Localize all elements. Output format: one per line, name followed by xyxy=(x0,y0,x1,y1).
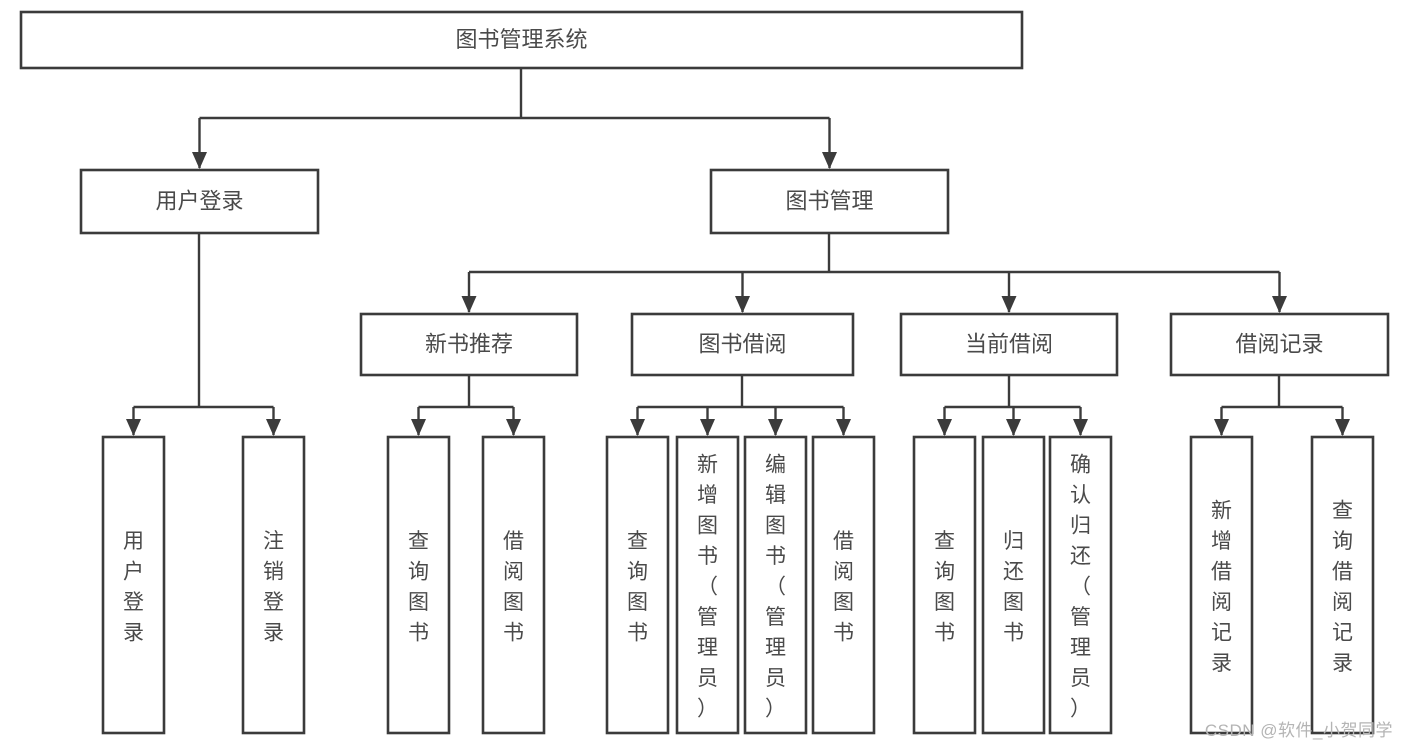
node-lf-8[interactable]: 查询图书 xyxy=(912,435,977,735)
node-lf-2[interactable]: 查询图书 xyxy=(386,435,451,735)
connector-group-root xyxy=(192,68,837,169)
connector-layer xyxy=(126,68,1350,436)
node-box[interactable] xyxy=(981,435,1046,735)
node-box[interactable] xyxy=(811,435,876,735)
node-label: 查询借阅记录 xyxy=(1332,499,1353,675)
arrow-head-icon xyxy=(937,419,952,436)
node-l3-1[interactable]: 图书借阅 xyxy=(630,312,855,377)
node-label: 新增借阅记录 xyxy=(1211,499,1232,675)
node-box[interactable] xyxy=(605,435,670,735)
arrow-head-icon xyxy=(1335,419,1350,436)
connector-group-l2-1 xyxy=(461,233,1287,313)
node-lf-3[interactable]: 借阅图书 xyxy=(481,435,546,735)
node-box[interactable] xyxy=(1310,435,1375,735)
arrow-head-icon xyxy=(822,152,837,169)
node-box[interactable] xyxy=(19,10,1024,70)
node-lf-6[interactable]: 编辑图书（管理员） xyxy=(743,435,808,735)
arrow-head-icon xyxy=(1214,419,1229,436)
node-label: 用户登录 xyxy=(123,530,144,645)
arrow-head-icon xyxy=(1006,419,1021,436)
node-label: 图书管理 xyxy=(785,188,873,213)
connector-group-l3-3 xyxy=(1214,375,1350,436)
node-l3-2[interactable]: 当前借阅 xyxy=(899,312,1119,377)
node-box[interactable] xyxy=(386,435,451,735)
node-lf-1[interactable]: 注销登录 xyxy=(241,435,306,735)
node-box[interactable] xyxy=(675,435,740,735)
node-l2-0[interactable]: 用户登录 xyxy=(79,168,320,235)
connector-group-l2-0 xyxy=(126,233,281,436)
node-label: 归还图书 xyxy=(1003,530,1024,645)
arrow-head-icon xyxy=(1272,296,1287,313)
arrow-head-icon xyxy=(411,419,426,436)
arrow-head-icon xyxy=(735,296,750,313)
node-box[interactable] xyxy=(481,435,546,735)
node-box[interactable] xyxy=(709,168,950,235)
node-box[interactable] xyxy=(1189,435,1254,735)
arrow-head-icon xyxy=(630,419,645,436)
node-label: 编辑图书（管理员） xyxy=(765,454,786,721)
connector-group-l3-2 xyxy=(937,375,1088,436)
node-box[interactable] xyxy=(241,435,306,735)
node-box[interactable] xyxy=(630,312,855,377)
node-l3-0[interactable]: 新书推荐 xyxy=(359,312,579,377)
node-layer: 图书管理系统用户登录图书管理新书推荐图书借阅当前借阅借阅记录用户登录注销登录查询… xyxy=(19,10,1390,735)
node-lf-0[interactable]: 用户登录 xyxy=(101,435,166,735)
node-box[interactable] xyxy=(899,312,1119,377)
node-box[interactable] xyxy=(101,435,166,735)
node-lf-5[interactable]: 新增图书（管理员） xyxy=(675,435,740,735)
node-root[interactable]: 图书管理系统 xyxy=(19,10,1024,70)
node-lf-10[interactable]: 确认归还（管理员） xyxy=(1048,435,1113,735)
node-lf-9[interactable]: 归还图书 xyxy=(981,435,1046,735)
node-label: 用户登录 xyxy=(155,188,243,213)
node-label: 确认归还（管理员） xyxy=(1070,454,1091,721)
arrow-head-icon xyxy=(700,419,715,436)
node-label: 借阅图书 xyxy=(503,530,524,645)
arrow-head-icon xyxy=(768,419,783,436)
node-box[interactable] xyxy=(79,168,320,235)
node-label: 图书管理系统 xyxy=(455,27,587,52)
arrow-head-icon xyxy=(1073,419,1088,436)
arrow-head-icon xyxy=(506,419,521,436)
node-box[interactable] xyxy=(1169,312,1390,377)
arrow-head-icon xyxy=(192,152,207,169)
node-box[interactable] xyxy=(359,312,579,377)
arrow-head-icon xyxy=(836,419,851,436)
node-box[interactable] xyxy=(743,435,808,735)
node-label: 查询图书 xyxy=(408,530,429,645)
node-label: 新增图书（管理员） xyxy=(697,454,718,721)
node-box[interactable] xyxy=(1048,435,1113,735)
arrow-head-icon xyxy=(1001,296,1017,313)
node-label: 新书推荐 xyxy=(425,331,513,356)
node-lf-12[interactable]: 查询借阅记录 xyxy=(1310,435,1375,735)
arrow-head-icon xyxy=(461,296,477,313)
node-label: 借阅记录 xyxy=(1235,331,1323,356)
connector-group-l3-0 xyxy=(411,375,521,436)
node-label: 当前借阅 xyxy=(965,331,1053,356)
node-lf-11[interactable]: 新增借阅记录 xyxy=(1189,435,1254,735)
node-label: 查询图书 xyxy=(627,530,648,645)
node-l2-1[interactable]: 图书管理 xyxy=(709,168,950,235)
node-label: 查询图书 xyxy=(934,530,955,645)
arrow-head-icon xyxy=(126,419,141,436)
node-label: 图书借阅 xyxy=(698,331,786,356)
node-lf-4[interactable]: 查询图书 xyxy=(605,435,670,735)
node-lf-7[interactable]: 借阅图书 xyxy=(811,435,876,735)
connector-group-l3-1 xyxy=(630,375,851,436)
arrow-head-icon xyxy=(266,419,281,436)
node-label: 借阅图书 xyxy=(833,530,854,645)
node-box[interactable] xyxy=(912,435,977,735)
node-label: 注销登录 xyxy=(263,530,284,645)
node-l3-3[interactable]: 借阅记录 xyxy=(1169,312,1390,377)
